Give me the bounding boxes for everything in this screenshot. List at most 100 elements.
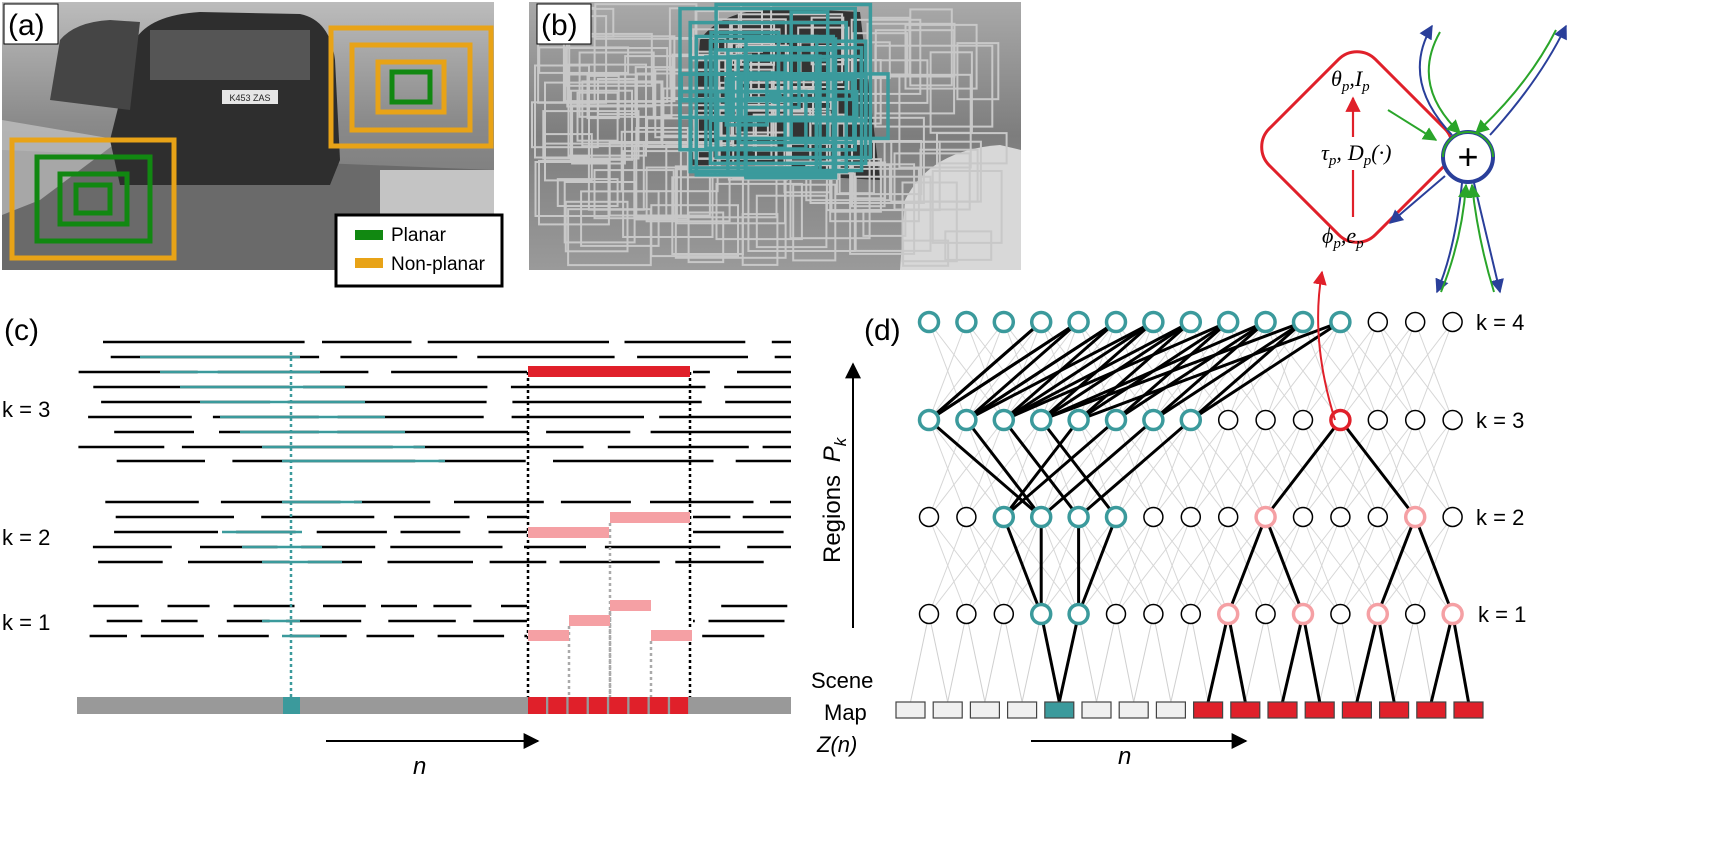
scene-edge bbox=[928, 613, 949, 703]
legend-nonplanar-swatch bbox=[355, 258, 383, 268]
region-node bbox=[1404, 409, 1426, 431]
lattice-edge bbox=[1190, 419, 1266, 518]
photo-a-second-car bbox=[50, 20, 140, 110]
lattice-edge bbox=[1153, 419, 1229, 518]
nonplanar-box-left bbox=[9, 137, 177, 261]
scene-edge bbox=[1190, 613, 1209, 703]
scene-edge bbox=[1170, 613, 1192, 703]
scene-map-cell bbox=[1081, 701, 1112, 719]
lattice-edge bbox=[1190, 419, 1229, 518]
active-edge bbox=[1078, 320, 1341, 422]
scene-map-cell bbox=[969, 701, 1001, 719]
region-node bbox=[1104, 505, 1128, 529]
lattice-edge bbox=[1339, 419, 1379, 518]
region-node bbox=[917, 408, 941, 432]
lattice-edge bbox=[928, 419, 967, 518]
gray-box bbox=[874, 44, 994, 128]
pink-interval bbox=[528, 630, 569, 641]
active-edge bbox=[965, 320, 1155, 422]
scene-edge bbox=[947, 613, 967, 703]
lattice-edge bbox=[928, 321, 967, 421]
green-curve-down-left bbox=[1440, 183, 1473, 293]
region-node bbox=[1330, 603, 1351, 625]
region-node bbox=[1255, 409, 1276, 431]
green-curve-up-right bbox=[1474, 29, 1557, 134]
planar-box-mid-left bbox=[57, 171, 130, 227]
lattice-edge bbox=[1339, 321, 1379, 421]
active-edge bbox=[1077, 418, 1192, 519]
lattice-edge bbox=[928, 516, 1005, 615]
lattice-edge bbox=[1377, 419, 1453, 518]
active-edge bbox=[1189, 320, 1304, 422]
panel-b: (b) bbox=[529, 2, 1021, 270]
gray-box bbox=[665, 144, 778, 219]
active-edge bbox=[965, 320, 1080, 422]
scene-map-cell bbox=[1341, 701, 1373, 719]
green-curve-up-left bbox=[1427, 31, 1462, 134]
lattice-edge bbox=[1227, 516, 1304, 615]
red-interval-k3 bbox=[528, 366, 690, 377]
lattice-edges bbox=[928, 321, 1454, 615]
lattice-edge bbox=[1227, 419, 1304, 518]
baseline-red-cell bbox=[588, 697, 607, 714]
region-node bbox=[1367, 311, 1389, 333]
gray-box bbox=[862, 209, 907, 237]
region-node bbox=[956, 603, 977, 625]
scene-edge bbox=[1393, 613, 1416, 703]
baseline-red-cell bbox=[568, 697, 587, 714]
scene-edge bbox=[984, 613, 1005, 703]
lattice-edge bbox=[1340, 516, 1416, 615]
active-edge bbox=[1115, 320, 1267, 422]
lattice-edge bbox=[965, 516, 1005, 615]
legend-a: Planar Non-planar bbox=[334, 213, 504, 288]
active-edge bbox=[1040, 320, 1267, 422]
active-edge bbox=[965, 419, 1043, 518]
active-edge bbox=[1226, 613, 1247, 703]
scene-edge bbox=[1265, 613, 1283, 703]
lattice-edge bbox=[1190, 516, 1266, 615]
gray-box bbox=[851, 140, 886, 208]
gray-box bbox=[931, 170, 1003, 244]
active-edge bbox=[1429, 613, 1455, 703]
scene-edge bbox=[1021, 613, 1042, 703]
lattice-edge bbox=[1078, 516, 1154, 615]
scene-edge bbox=[1133, 613, 1154, 703]
gray-box bbox=[829, 167, 920, 223]
active-edge bbox=[1451, 613, 1470, 703]
region-node bbox=[1367, 506, 1389, 528]
teal-box bbox=[713, 48, 801, 110]
active-edge bbox=[1040, 418, 1155, 519]
pink-interval bbox=[569, 615, 610, 626]
label-a: (a) bbox=[8, 9, 45, 42]
lattice-edge bbox=[1339, 516, 1379, 615]
active-edge bbox=[1226, 516, 1267, 615]
panel-a: K453 ZAS (a) Planar Non-planar bbox=[2, 2, 504, 288]
gray-box bbox=[581, 80, 664, 148]
active-edge bbox=[1152, 320, 1304, 422]
baseline-red-cell bbox=[670, 697, 689, 714]
scene-map-label-map: Map bbox=[824, 700, 867, 725]
scene-edge bbox=[1115, 613, 1135, 703]
region-nodes bbox=[917, 310, 1464, 626]
nonplanar-box-mid-right bbox=[349, 42, 473, 133]
active-edge bbox=[1003, 320, 1192, 422]
scene-edge bbox=[1339, 613, 1358, 703]
gray-box bbox=[620, 130, 719, 193]
region-node bbox=[1442, 409, 1463, 431]
active-edge bbox=[965, 320, 1117, 422]
gray-box bbox=[635, 127, 689, 221]
gray-box bbox=[866, 22, 956, 78]
region-node bbox=[955, 310, 978, 334]
region-node bbox=[1255, 603, 1276, 625]
active-edge bbox=[1189, 320, 1342, 422]
planar-box-small-left bbox=[73, 182, 113, 216]
scene-map-cell bbox=[1230, 701, 1261, 719]
scene-edge bbox=[1244, 613, 1267, 703]
teal-center-dot bbox=[768, 90, 782, 104]
gray-box bbox=[566, 73, 655, 108]
level-k2-label: k = 2 bbox=[2, 525, 50, 550]
region-node bbox=[1403, 505, 1427, 529]
baseline-red-cell bbox=[649, 697, 668, 714]
lattice-edge bbox=[1302, 419, 1379, 518]
scene-map-cell bbox=[1118, 701, 1149, 719]
